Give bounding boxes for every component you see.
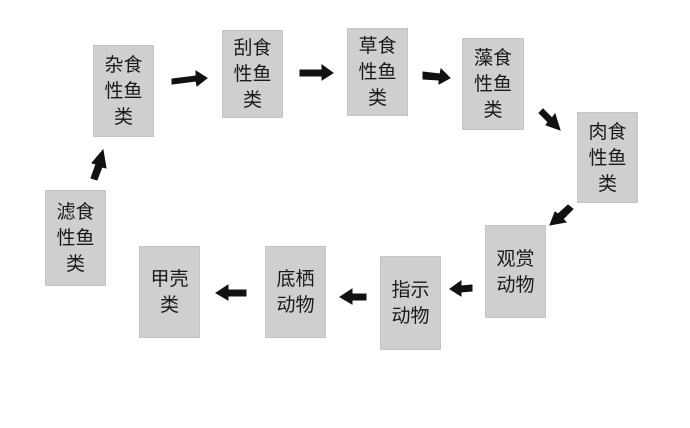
arrow-left-icon <box>449 280 473 297</box>
node-label: 甲壳类 <box>150 268 189 316</box>
node-omnivorous-fish: 杂食性鱼类 <box>93 45 154 137</box>
node-label: 指示动物 <box>391 279 430 327</box>
node-label: 杂食性鱼类 <box>104 54 143 128</box>
node-label: 藻食性鱼类 <box>473 47 512 121</box>
node-herbivorous-fish: 草食性鱼类 <box>347 28 408 116</box>
node-label: 观赏动物 <box>496 247 535 296</box>
arrow-right-icon <box>422 67 451 85</box>
node-indicator-animals: 指示动物 <box>380 256 441 350</box>
node-ornamental-animals: 观赏动物 <box>485 225 546 318</box>
arrow-up-icon <box>90 148 107 181</box>
arrow-down-right-icon <box>538 108 561 131</box>
node-label: 滤食性鱼类 <box>56 201 95 275</box>
node-label: 刮食性鱼类 <box>233 37 272 111</box>
arrow-left-icon <box>215 284 247 301</box>
node-carnivorous-fish: 肉食性鱼类 <box>577 112 638 203</box>
node-scraper-fish: 刮食性鱼类 <box>222 30 283 118</box>
node-label: 底栖动物 <box>276 268 315 316</box>
arrow-down-left-icon <box>549 204 574 226</box>
node-crustaceans: 甲壳类 <box>139 246 200 338</box>
node-benthic-animals: 底栖动物 <box>265 246 326 338</box>
node-label: 草食性鱼类 <box>358 35 397 109</box>
node-algivorous-fish: 藻食性鱼类 <box>462 38 524 130</box>
arrow-right-icon <box>299 64 334 81</box>
node-filter-feeding-fish: 滤食性鱼类 <box>45 190 106 286</box>
arrow-right-icon <box>171 70 208 87</box>
arrow-left-icon <box>339 288 367 305</box>
node-label: 肉食性鱼类 <box>588 120 627 195</box>
